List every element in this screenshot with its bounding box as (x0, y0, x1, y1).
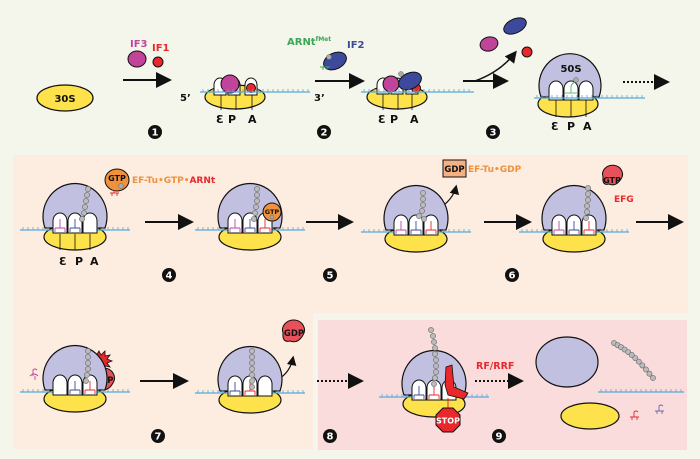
small-subunit-label: 30S (54, 94, 75, 105)
ef-tu-gtp-trna-label: EF-Tu•GTP•ARNt (132, 176, 216, 186)
efg-gdp-released: GDP (282, 319, 305, 343)
step-3-badge: 3 (486, 125, 500, 139)
site-p-label: P (390, 113, 398, 126)
ef-tu-gtp-label: GTP (108, 174, 126, 183)
step-6-badge: 6 (505, 268, 519, 282)
free-peptide-chain (611, 340, 656, 381)
large-subunit-label: 50S (560, 64, 581, 75)
step-number: 1 (152, 128, 159, 139)
if1-factor (152, 56, 164, 68)
step-1-badge: 1 (148, 125, 162, 139)
small-subunit-30s: 30S (36, 84, 94, 112)
ef-tu-bound: GTP (262, 202, 282, 222)
initiation-complex-2 (361, 71, 474, 110)
ribosome-step6b (519, 185, 629, 253)
step-number: 8 (327, 432, 334, 443)
step-4-badge: 4 (162, 268, 176, 282)
site-e-label: Ɛ (59, 255, 67, 268)
site-e-label: Ɛ (216, 113, 224, 126)
step-number: 6 (509, 271, 516, 282)
svg-text:GDP: GDP (444, 165, 464, 175)
stop-codon-sign: STOP (435, 398, 461, 433)
step-number: 3 (490, 128, 497, 139)
if1-label: IF1 (152, 43, 170, 54)
site-p-label: P (228, 113, 236, 126)
five-prime-label: 5’ (180, 93, 191, 104)
efg-factor: GTP (602, 164, 623, 186)
rf-rrf-label: RF/RRF (476, 361, 514, 372)
released-if2 (503, 17, 527, 35)
three-prime-label: 3’ (314, 93, 325, 104)
initiation-complex-1 (200, 74, 310, 110)
step-5-badge: 5 (323, 268, 337, 282)
ribosome-step8 (195, 346, 305, 414)
efg-gdp-label: GDP (284, 329, 304, 339)
ribosome-step6a (361, 185, 471, 253)
step-9-badge: 9 (492, 429, 506, 443)
stop-label: STOP (436, 417, 460, 426)
ef-tu-gtp-trna-complex: GTP (104, 168, 130, 196)
site-a-label: A (583, 120, 592, 133)
ribosome-step7 (20, 345, 130, 413)
release-arrow (474, 50, 517, 82)
svg-text:GTP: GTP (265, 208, 280, 216)
if3-label: IF3 (130, 39, 148, 50)
trna-fmet (320, 66, 330, 70)
step-number: 4 (166, 271, 173, 282)
site-a-label: A (410, 113, 419, 126)
ef-tu-gdp-box: GDP (442, 159, 467, 178)
released-if3 (479, 36, 499, 52)
step-number: 5 (327, 271, 334, 282)
step-number: 7 (155, 432, 162, 443)
site-p-label: P (567, 120, 575, 133)
if2-label: IF2 (347, 40, 365, 51)
trna-fmet-label: ARNtfMet (287, 36, 331, 48)
site-p-label: P (75, 255, 83, 268)
ribosome-70s-initiated: 50S (534, 53, 645, 118)
release-factor (444, 364, 469, 400)
step-2-badge: 2 (317, 125, 331, 139)
step-number: 9 (496, 432, 503, 443)
leaving-trna (29, 368, 39, 380)
efg-label: EFG (614, 195, 634, 205)
ribosome-step5 (195, 183, 305, 251)
if2-factor (323, 51, 347, 71)
svg-text:GTP: GTP (603, 176, 621, 185)
if3-factor (127, 50, 147, 68)
free-trna-blue (655, 404, 664, 414)
fmet-residue (326, 54, 332, 60)
free-small-subunit (560, 402, 620, 430)
site-a-label: A (248, 113, 257, 126)
site-e-label: Ɛ (378, 113, 386, 126)
released-if1 (521, 46, 533, 58)
free-trna-red (630, 410, 639, 420)
termination-panel (318, 320, 687, 450)
step-7-badge: 7 (151, 429, 165, 443)
ef-tu-gdp-label: EF-Tu•GDP (468, 165, 522, 175)
step-number: 2 (321, 128, 328, 139)
free-large-subunit (535, 336, 599, 388)
site-e-label: Ɛ (551, 120, 559, 133)
site-a-label: A (90, 255, 99, 268)
step-8-badge: 8 (323, 429, 337, 443)
ribosome-step4 (20, 183, 130, 251)
